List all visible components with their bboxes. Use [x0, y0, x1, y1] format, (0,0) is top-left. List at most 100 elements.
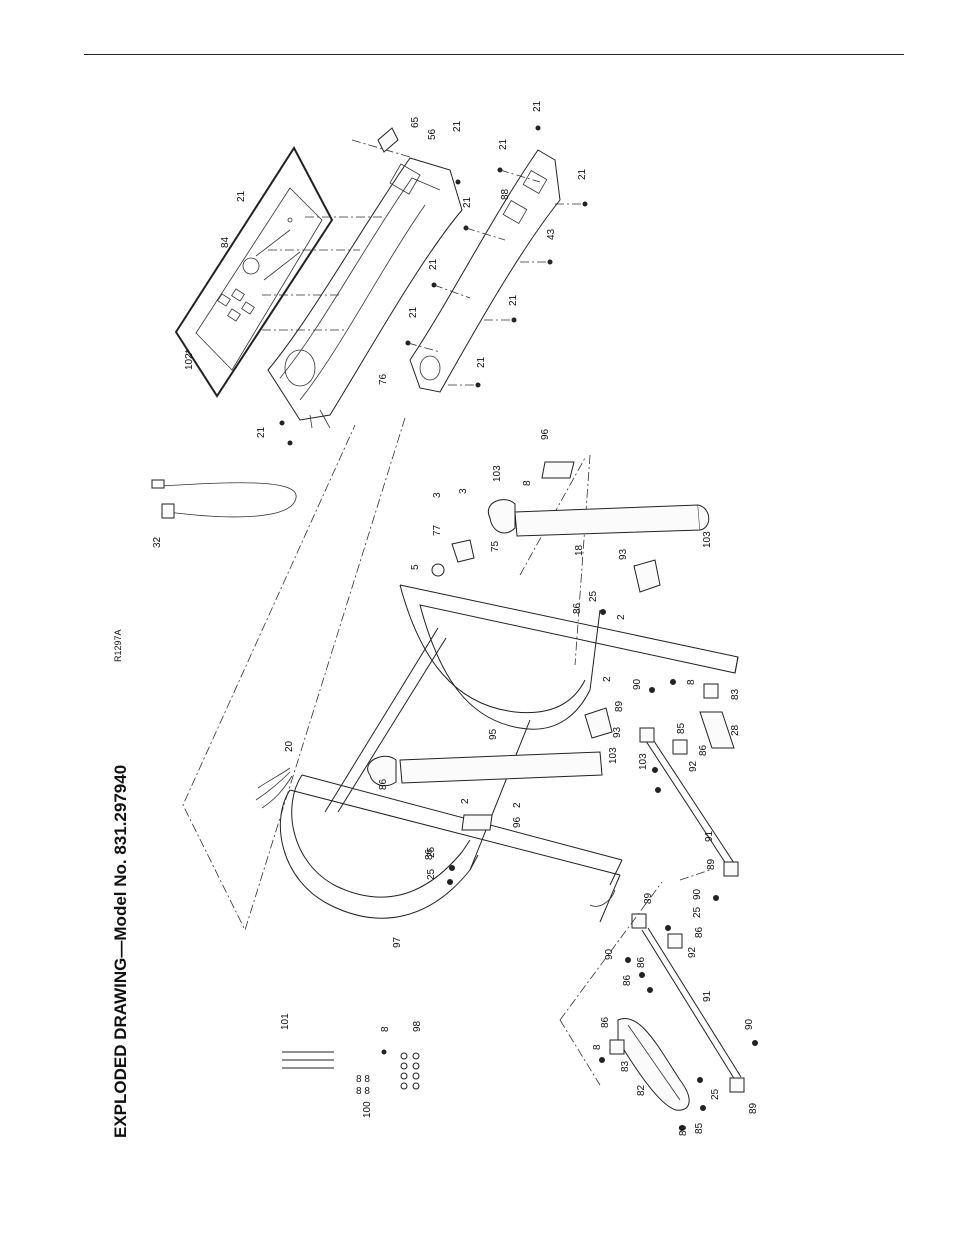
plate-96-a [541, 461, 575, 479]
part-label: 3 [458, 488, 469, 494]
part-label: 21 [577, 168, 588, 180]
part-label: 98 [412, 1020, 423, 1032]
post-95 [367, 751, 603, 787]
part-label: 86 [698, 744, 709, 756]
part-label: 21 [476, 356, 487, 368]
part-label: 96 [512, 816, 523, 828]
header-rule [84, 54, 904, 55]
part-label: 2 [460, 798, 471, 804]
hardware [447, 609, 758, 1131]
part-label: 82 [636, 1084, 647, 1096]
part-label: 102* [184, 349, 195, 370]
part-label: 90 [632, 678, 643, 690]
part-label: 86 [378, 778, 389, 790]
upright-frame [279, 627, 623, 923]
part-label: 86 [600, 1016, 611, 1028]
wire-harness [151, 479, 297, 519]
console-rear-cover [409, 149, 561, 393]
part-label: 86 [694, 926, 705, 938]
part-label: 25 [588, 590, 599, 602]
hardware-kit: 8 8 8 8 [282, 1049, 420, 1097]
part-label: 21 [256, 426, 267, 438]
part-label: 56 [427, 128, 438, 140]
part-label: 75 [490, 540, 501, 552]
part-label: 103 [638, 753, 649, 770]
part-label: 85 [676, 722, 687, 734]
plate-96-b [461, 814, 493, 831]
part-label: 8 [522, 480, 533, 486]
part-label: 97 [392, 936, 403, 948]
part-label: 80 [678, 1124, 689, 1136]
part-label: 89 [643, 892, 654, 904]
part-label: 89 [748, 1102, 759, 1114]
pedal-arm [617, 1017, 690, 1111]
cable-bundle [255, 767, 293, 809]
part-label: 96 [540, 428, 551, 440]
part-label: 89 [706, 858, 717, 870]
part-label: 2 [616, 614, 627, 620]
part-label: 25 [710, 1088, 721, 1100]
console-overlay [174, 146, 334, 398]
part-label: 21 [498, 138, 509, 150]
part-label: 3 [432, 492, 443, 498]
part-label: 25 [426, 868, 437, 880]
part-label: 103 [702, 531, 713, 548]
part-28 [699, 711, 735, 749]
bracket-93-b [584, 707, 613, 739]
part-label: 21 [462, 196, 473, 208]
part-label: 92 [688, 760, 699, 772]
drawing-ref: R1297A [113, 629, 123, 662]
console-base [267, 157, 463, 429]
part-label: 86 [572, 602, 583, 614]
svg-text:8 8: 8 8 [356, 1086, 370, 1097]
part-label: 21 [508, 294, 519, 306]
part-label: 65 [410, 116, 421, 128]
part-label: 86 [424, 848, 435, 860]
part-label: 77 [432, 524, 443, 536]
screws-21 [279, 125, 588, 446]
part-label: 8 [380, 1026, 391, 1032]
part-label: 2 [512, 802, 523, 808]
part-label: 85 [694, 1122, 705, 1134]
part-label: 103 [492, 465, 503, 482]
part-label: 83 [620, 1060, 631, 1072]
part-label: 8 [592, 1044, 603, 1050]
part-label: 5 [410, 564, 421, 570]
part-label: 21 [532, 100, 543, 112]
part-label: 20 [284, 740, 295, 752]
part-label: 100 [362, 1101, 373, 1118]
part-label: 25 [426, 846, 437, 858]
part-label: 28 [730, 724, 741, 736]
part-label: 21 [452, 120, 463, 132]
part-label: 32 [152, 536, 163, 548]
part-label: 21 [236, 190, 247, 202]
drawing-title: EXPLODED DRAWING—Model No. 831.297940 [111, 765, 130, 1138]
part-label: 86 [636, 956, 647, 968]
part-label: 103 [608, 747, 619, 764]
part-label: 86 [622, 974, 633, 986]
part-label: 90 [692, 888, 703, 900]
clamp-75 [451, 539, 475, 563]
part-label: 84 [220, 236, 231, 248]
part-label: 2 [602, 676, 613, 682]
stabilizer-rails [641, 731, 742, 1081]
part-label: 18 [574, 544, 585, 556]
knob-5 [431, 563, 445, 577]
part-label: 95 [488, 728, 499, 740]
part-label: 21 [408, 306, 419, 318]
part-label: 101 [280, 1013, 291, 1030]
part-label: 8 [686, 679, 697, 685]
part-65 [377, 127, 399, 153]
part-label: 89 [614, 700, 625, 712]
post-18 [487, 499, 710, 537]
part-label: 76 [378, 373, 389, 385]
part-label: 43 [546, 228, 557, 240]
part-label: 83 [730, 688, 741, 700]
part-label: 93 [612, 726, 623, 738]
bracket-93-a [633, 559, 661, 593]
part-label: 25 [692, 906, 703, 918]
part-label: 88 [500, 188, 511, 200]
svg-text:8 8: 8 8 [356, 1074, 370, 1085]
